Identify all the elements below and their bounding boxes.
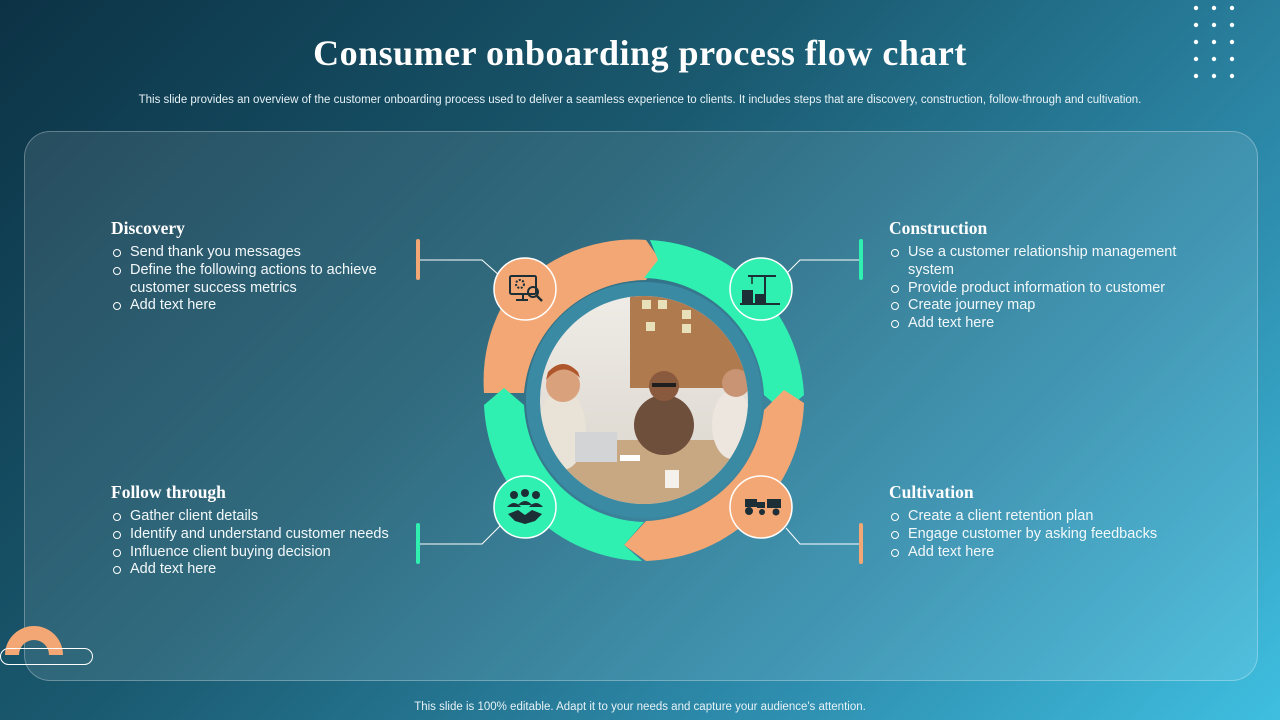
list-item: Create journey map (889, 297, 1189, 315)
grid-dot (1193, 22, 1199, 28)
grid-dot (1211, 22, 1217, 28)
grid-dot (1229, 39, 1235, 45)
list-item: Create a client retention plan (889, 508, 1189, 526)
list-item: Engage customer by asking feedbacks (889, 526, 1189, 544)
step-bullet-list: Create a client retention plan Engage cu… (889, 508, 1189, 561)
grid-dot (1229, 73, 1235, 79)
list-item: Identify and understand customer needs (111, 526, 411, 544)
list-item: Define the following actions to achieve … (111, 262, 411, 298)
grid-dot (1211, 73, 1217, 79)
step-bullet-list: Use a customer relationship management s… (889, 244, 1189, 333)
step-bullet-list: Gather client details Identify and under… (111, 508, 411, 579)
page-footer: This slide is 100% editable. Adapt it to… (414, 701, 866, 713)
page-subtitle: This slide provides an overview of the c… (138, 94, 1142, 106)
content-panel (24, 131, 1258, 681)
step-cultivation: Cultivation Create a client retention pl… (889, 482, 1189, 561)
grid-dot (1229, 56, 1235, 62)
grid-dot (1211, 5, 1217, 11)
grid-dot (1229, 5, 1235, 11)
step-heading: Discovery (111, 218, 185, 238)
grid-dot (1193, 39, 1199, 45)
step-discovery: Discovery Send thank you messages Define… (111, 218, 411, 315)
pill-outline-decoration (0, 648, 93, 665)
list-item: Add text here (111, 561, 411, 579)
list-item: Add text here (111, 297, 411, 315)
grid-dot (1211, 56, 1217, 62)
list-item: Add text here (889, 544, 1189, 562)
list-item: Add text here (889, 315, 1189, 333)
page-title: Consumer onboarding process flow chart (313, 33, 967, 73)
grid-dot (1193, 5, 1199, 11)
list-item: Influence client buying decision (111, 544, 411, 562)
step-heading: Construction (889, 218, 988, 238)
half-circle-decoration (5, 626, 63, 655)
step-bullet-list: Send thank you messages Define the follo… (111, 244, 411, 315)
list-item: Use a customer relationship management s… (889, 244, 1189, 280)
list-item: Gather client details (111, 508, 411, 526)
grid-dot (1193, 56, 1199, 62)
step-heading: Cultivation (889, 482, 974, 502)
grid-dot (1229, 22, 1235, 28)
list-item: Provide product information to customer (889, 280, 1189, 298)
step-heading: Follow through (111, 482, 226, 502)
grid-dot (1193, 73, 1199, 79)
step-construction: Construction Use a customer relationship… (889, 218, 1189, 333)
dot-grid-decoration (1193, 5, 1235, 79)
step-follow-through: Follow through Gather client details Ide… (111, 482, 411, 579)
grid-dot (1211, 39, 1217, 45)
list-item: Send thank you messages (111, 244, 411, 262)
